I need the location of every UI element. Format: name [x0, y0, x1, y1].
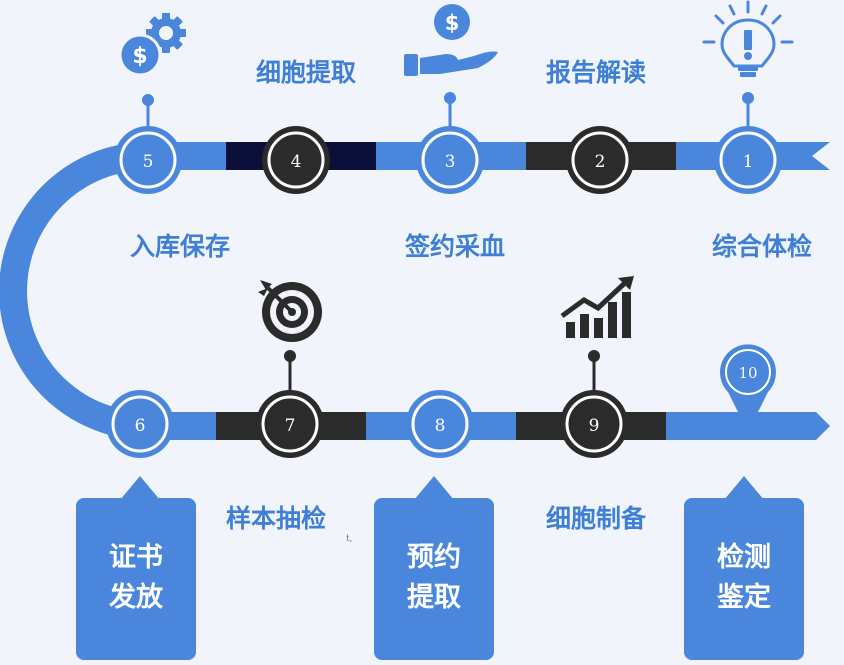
step-number-8: 8	[435, 416, 446, 436]
step-number-10: 10	[738, 364, 757, 382]
step-label-9: 细胞制备	[546, 504, 647, 533]
step-number-4: 4	[291, 152, 302, 172]
hand-coin-icon: $	[404, 4, 498, 76]
step-label-3: 签约采血	[405, 232, 506, 261]
step-number-9: 9	[589, 416, 600, 436]
callout-8-line1: 预约	[407, 542, 461, 573]
step-number-5: 5	[143, 152, 154, 172]
step-label-2: 报告解读	[546, 58, 647, 87]
callout-text-6: 证书 发放	[76, 538, 196, 618]
step-circle-5: 5	[114, 126, 182, 194]
svg-text:$: $	[132, 44, 147, 69]
step-number-3: 3	[445, 152, 456, 172]
callout-text-10: 检测 鉴定	[684, 538, 804, 618]
callout-box-8	[374, 476, 494, 660]
gear-dollar-icon: $	[118, 13, 186, 77]
step-number-1: 1	[743, 152, 754, 172]
target-icon	[258, 280, 322, 342]
step-number-6: 6	[135, 416, 146, 436]
step-number-2: 2	[595, 152, 606, 172]
callout-6-line1: 证书	[109, 542, 163, 573]
step-circle-1: 1	[714, 126, 782, 194]
callout-box-10	[684, 476, 804, 660]
step-label-5: 入库保存	[130, 232, 231, 261]
callout-box-6	[76, 476, 196, 660]
step-label-4: 细胞提取	[256, 58, 357, 87]
step-circle-9: 9	[560, 390, 628, 458]
callout-6-line2: 发放	[109, 582, 163, 613]
step-circle-3: 3	[416, 126, 484, 194]
step-label-1: 综合体检	[712, 232, 813, 261]
growth-chart-icon	[560, 276, 634, 338]
u-turn-arc	[0, 142, 148, 440]
callout-10-line1: 检测	[717, 542, 771, 573]
step-circle-7: 7	[256, 390, 324, 458]
callout-10-line2: 鉴定	[717, 582, 771, 613]
callout-text-8: 预约 提取	[374, 538, 494, 618]
step-circle-8: 8	[406, 390, 474, 458]
step-number-7: 7	[285, 416, 296, 436]
stray-mark: t,	[346, 534, 353, 544]
callout-8-line2: 提取	[407, 582, 461, 613]
step-label-7: 样本抽检	[226, 504, 327, 533]
step-circle-6: 6	[106, 390, 174, 458]
step-circle-4: 4	[262, 126, 330, 194]
lightbulb-icon	[702, 0, 794, 77]
step-circle-2: 2	[566, 126, 634, 194]
map-pin-icon: 10	[720, 344, 777, 432]
svg-text:$: $	[445, 11, 460, 35]
